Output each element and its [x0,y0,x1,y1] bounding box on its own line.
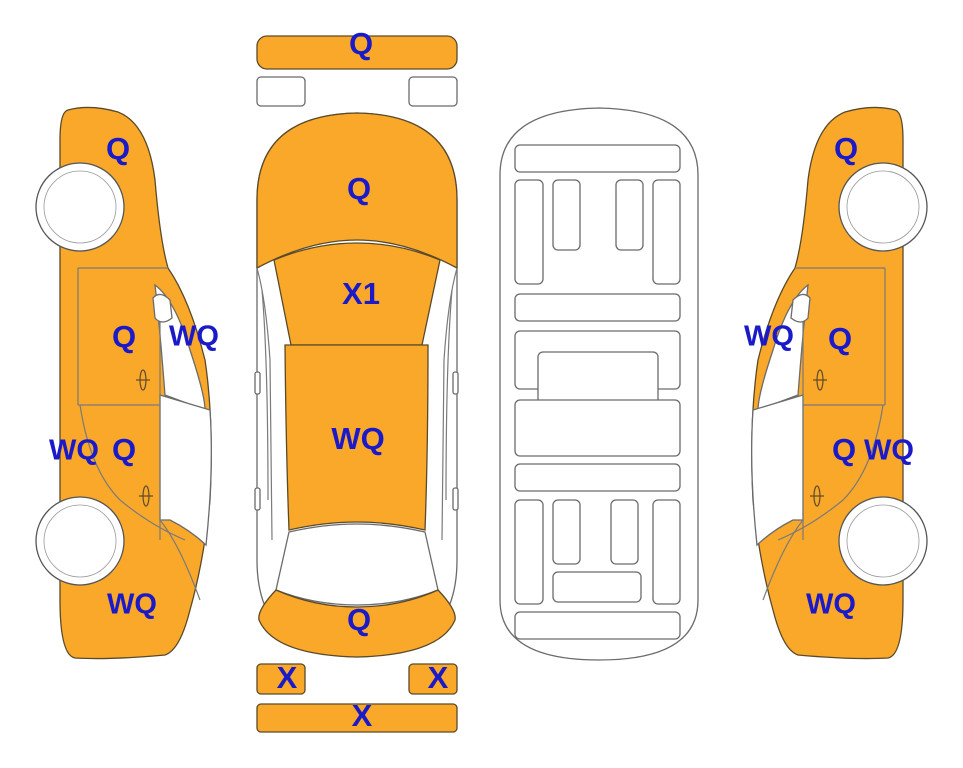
hood-panel[interactable] [256,112,458,270]
hood-code: Q [347,171,371,206]
left-rear-quarter-code: WQ [107,589,157,621]
right-rear-door-code: Q [832,432,856,467]
windshield-code: X1 [342,276,380,311]
right-rear-door-handle-icon [810,485,824,507]
rear-left-corner-panel[interactable] [256,663,306,695]
right-rear-door-outer-code: WQ [864,435,914,467]
rear-right-corner-code: X [428,660,449,695]
front-bumper-code: Q [349,26,373,61]
right-front-door-code: Q [828,321,852,356]
roof-panel[interactable] [284,344,429,531]
front-bumper-panel[interactable] [256,35,458,70]
windshield-panel[interactable] [273,242,441,346]
right-front-fender-code: Q [834,131,858,166]
left-rear-door-handle-icon [139,485,153,507]
left-front-fender-code: Q [106,131,130,166]
trunk-panel[interactable] [258,589,456,658]
right-side-view [751,106,928,660]
left-side-view [35,106,212,660]
left-rear-door-outer-code: WQ [49,435,99,467]
rear-left-corner-code: X [277,660,298,695]
front-right-corner-panel[interactable] [408,76,458,107]
left-front-door-handle-icon [136,369,150,391]
left-rear-door-code: Q [112,432,136,467]
right-mirror [790,293,811,323]
right-rear-wheel [838,496,928,586]
left-mirror [152,293,173,323]
damage-code-labels: Q Q X1 WQ Q X X X Q Q WQ WQ Q WQ Q WQ Q … [49,26,914,733]
left-front-door-code: Q [112,319,136,354]
trunk-code: Q [347,602,371,637]
right-rear-quarter-code: WQ [806,589,856,621]
rear-bumper-code: X [352,698,373,733]
roof-code: WQ [331,421,384,456]
underbody-view [499,107,699,661]
rear-right-corner-panel[interactable] [408,663,458,695]
top-view [254,35,459,733]
right-front-wheel [838,162,928,252]
front-left-corner-panel[interactable] [256,76,306,107]
left-rear-wheel [35,496,125,586]
rear-bumper-panel[interactable] [256,703,458,733]
left-front-wheel [35,162,125,252]
right-front-door-glass-code: WQ [744,321,794,353]
left-front-door-glass-code: WQ [169,321,219,353]
right-front-door-handle-icon [813,369,827,391]
